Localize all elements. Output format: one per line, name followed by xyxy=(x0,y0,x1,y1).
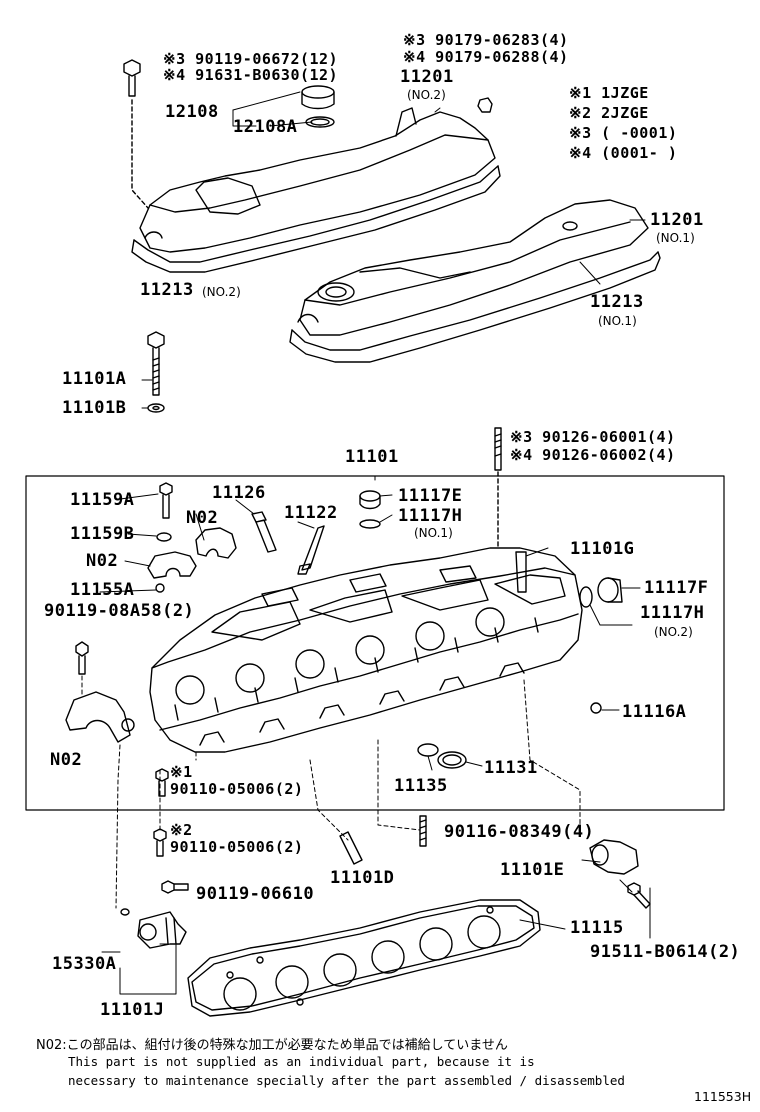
callout-15330a: 15330A xyxy=(52,954,117,974)
head-bolt-drawing xyxy=(147,331,165,413)
sensor-11101e-drawing xyxy=(589,839,639,875)
cover-bolt-drawing xyxy=(123,59,149,209)
footnote-jp: N02:この部品は、組付け後の特殊な加工が必要なため単品では補給していません xyxy=(36,1038,508,1053)
callout-nut-1: ※3 90179-06283(4) xyxy=(403,31,569,49)
callout-11213-no2-sub: (NO.2) xyxy=(202,285,241,299)
callout-90119-08a58: 90119-08A58(2) xyxy=(44,601,195,621)
callout-11122: 11122 xyxy=(284,503,338,523)
callout-nut-2: ※4 90179-06288(4) xyxy=(403,48,569,66)
plug-11117f-drawing xyxy=(579,577,623,608)
callout-11201-no1: 11201 xyxy=(650,210,704,230)
callout-90119-06610: 90119-06610 xyxy=(196,884,315,904)
bearing-cap-n02-drawing xyxy=(147,527,237,579)
pin-11116a-drawing xyxy=(590,702,602,714)
diagram-id: 111553H xyxy=(694,1089,752,1104)
callout-stud-1: ※3 90126-06001(4) xyxy=(510,428,676,446)
callout-top-bolt-1: ※3 90119-06672(12) xyxy=(163,50,339,68)
callout-11117h-no1-sub: (NO.1) xyxy=(414,526,453,540)
callout-11155a: 11155A xyxy=(70,580,135,600)
bolt-90110-2-drawing xyxy=(153,828,167,857)
callout-11117h-no2-sub: (NO.2) xyxy=(654,625,693,639)
callout-11201-no2-sub: (NO.2) xyxy=(407,88,446,102)
cylinder-head-drawing xyxy=(149,547,583,753)
callout-11116a: 11116A xyxy=(622,702,687,722)
callout-11201-no1-sub: (NO.1) xyxy=(656,231,695,245)
legend-2: ※2 2JZGE xyxy=(569,104,649,122)
bolt-90119-08a58-drawing xyxy=(75,641,89,675)
callout-11101: 11101 xyxy=(345,447,399,467)
callout-11101b: 11101B xyxy=(62,398,127,418)
callout-12108: 12108 xyxy=(165,102,219,122)
sensor-15330a-drawing xyxy=(120,908,187,949)
callout-11201-no2: 11201 xyxy=(400,67,454,87)
callout-11117h-no2: 11117H xyxy=(640,603,705,623)
adjust-bolt-11159a-drawing xyxy=(159,482,173,519)
stud-drawing xyxy=(494,427,502,549)
callout-11115: 11115 xyxy=(570,918,624,938)
callout-11101g: 11101G xyxy=(570,539,635,559)
pin-11155a-drawing xyxy=(155,583,165,593)
callout-top-bolt-2: ※4 91631-B0630(12) xyxy=(163,66,339,84)
callout-11135: 11135 xyxy=(394,776,448,796)
callout-11213-no1-sub: (NO.1) xyxy=(598,314,637,328)
callout-n02-c: N02 xyxy=(50,750,83,770)
callout-90116: 90116-08349(4) xyxy=(444,822,595,842)
callout-11101j: 11101J xyxy=(100,1000,165,1020)
callout-11213-no2: 11213 xyxy=(140,280,194,300)
pin-11101d-drawing xyxy=(339,831,363,865)
bearing-cap-lower-n02-drawing xyxy=(65,691,135,743)
callout-11117h-no1: 11117H xyxy=(398,506,463,526)
legend-4: ※4 (0001- ) xyxy=(569,144,678,162)
callout-12108a: 12108A xyxy=(233,117,298,137)
callout-11159b: 11159B xyxy=(70,524,135,544)
callout-11213-no1: 11213 xyxy=(590,292,644,312)
bolt-90110-1-drawing xyxy=(155,768,169,797)
valve-guide-11126-drawing xyxy=(251,511,277,553)
callout-90110-2: ※2 90110-05006(2) xyxy=(170,821,304,856)
callout-n02-b: N02 xyxy=(86,551,119,571)
footnote-en-1: This part is not supplied as an individu… xyxy=(68,1054,535,1069)
callout-stud-2: ※4 90126-06002(4) xyxy=(510,446,676,464)
plug-11117e-drawing xyxy=(359,490,381,529)
callout-11101d: 11101D xyxy=(330,868,395,888)
cylinder-head-cover-no2-drawing xyxy=(131,107,501,273)
washer-11159b-drawing xyxy=(156,532,172,542)
callout-11101e: 11101E xyxy=(500,860,565,880)
leader-12108 xyxy=(232,109,257,127)
callout-11117e: 11117E xyxy=(398,486,463,506)
callout-11117f: 11117F xyxy=(644,578,709,598)
callout-91511: 91511-B0614(2) xyxy=(590,942,741,962)
callout-11131: 11131 xyxy=(484,758,538,778)
callout-11101a: 11101A xyxy=(62,369,127,389)
bolt-91511-drawing xyxy=(627,882,651,909)
footnote-en-2: necessary to maintenance specially after… xyxy=(68,1073,625,1088)
bolt-90119-06610-drawing xyxy=(161,880,189,894)
callout-11159a: 11159A xyxy=(70,490,135,510)
cylinder-head-cover-no1-drawing xyxy=(289,199,661,363)
stud-90116-drawing xyxy=(419,815,427,847)
legend-1: ※1 1JZGE xyxy=(569,84,649,102)
callout-11126: 11126 xyxy=(212,483,266,503)
seal-11131-drawing xyxy=(417,743,467,769)
cover-nut-drawing xyxy=(477,97,493,113)
callout-n02-a: N02 xyxy=(186,508,219,528)
callout-90110-1: ※1 90110-05006(2) xyxy=(170,763,304,798)
head-gasket-drawing xyxy=(187,899,541,1017)
valve-guide-11122-drawing xyxy=(297,525,325,575)
oil-filler-cap-drawing xyxy=(301,85,335,128)
legend-3: ※3 ( -0001) xyxy=(569,124,678,142)
